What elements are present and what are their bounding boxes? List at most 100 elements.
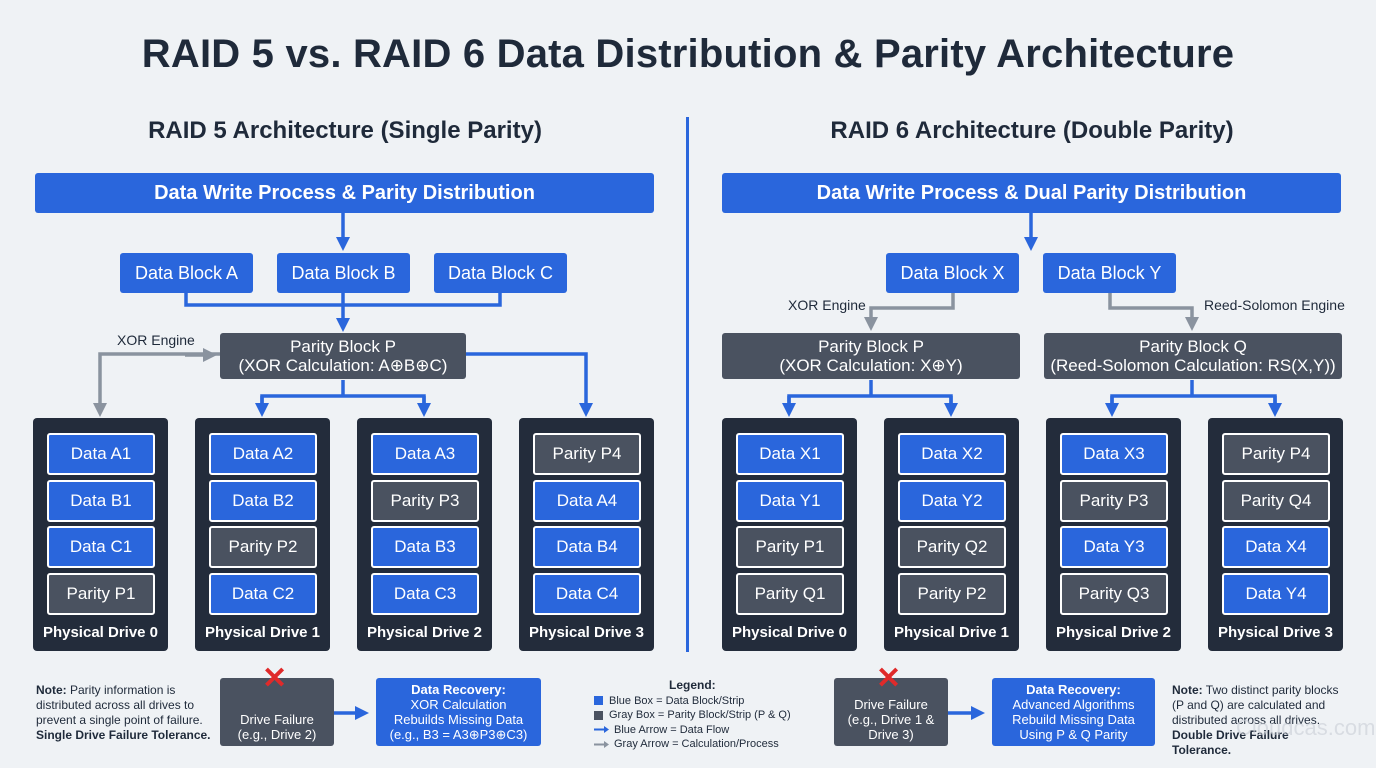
drive-strip: Data X3 — [1060, 433, 1168, 475]
gray-square-icon — [594, 710, 603, 720]
raid6-note-label: Note: — [1172, 683, 1203, 697]
drive-strip: Parity P1 — [736, 526, 844, 568]
raid5-data-block-b: Data Block B — [277, 253, 410, 293]
drive-strip: Data A2 — [209, 433, 317, 475]
drive-strip: Data B4 — [533, 526, 641, 568]
drive-strip: Parity P4 — [533, 433, 641, 475]
raid6-failure-box: Drive Failure (e.g., Drive 1 & Drive 3) — [834, 678, 948, 746]
drive-strip: Parity P1 — [47, 573, 155, 615]
raid5-failure-box: Drive Failure (e.g., Drive 2) — [220, 678, 334, 746]
drive-label: Physical Drive 3 — [1217, 624, 1334, 641]
raid6-data-block-y: Data Block Y — [1043, 253, 1176, 293]
blue-square-icon — [594, 696, 603, 706]
legend-text: Blue Arrow = Data Flow — [614, 723, 730, 736]
raid5-subtitle: RAID 5 Architecture (Single Parity) — [148, 117, 542, 144]
arrow-q-to-drives — [1110, 380, 1277, 410]
raid6-failure-line-1: Drive Failure — [854, 697, 928, 712]
arrow-rs-q — [1108, 293, 1199, 331]
raid6-parity-block-p: Parity Block P (XOR Calculation: X⊕Y) — [722, 333, 1020, 379]
legend-item-gray-box: Gray Box = Parity Block/Strip (P & Q) — [594, 708, 791, 723]
raid5-failure-line-2: (e.g., Drive 2) — [237, 727, 317, 742]
drive-strip: Data A3 — [371, 433, 479, 475]
raid6-parity-block-q: Parity Block Q (Reed-Solomon Calculation… — [1044, 333, 1342, 379]
drive-label: Physical Drive 0 — [42, 624, 159, 641]
drive-strip: Data Y3 — [1060, 526, 1168, 568]
legend: Legend: Blue Box = Data Block/Strip Gray… — [594, 678, 791, 752]
drive-strip: Parity Q2 — [898, 526, 1006, 568]
drive-label: Physical Drive 0 — [731, 624, 848, 641]
raid5-note-text: Parity information is distributed across… — [36, 683, 203, 727]
blue-arrow-icon — [594, 726, 609, 734]
raid6-banner: Data Write Process & Dual Parity Distrib… — [722, 173, 1341, 213]
raid5-recovery-box: Data Recovery: XOR Calculation Rebuilds … — [376, 678, 541, 746]
drive-strip: Data C3 — [371, 573, 479, 615]
raid6-failure-line-2: (e.g., Drive 1 & — [847, 712, 935, 727]
drive-strip: Data A1 — [47, 433, 155, 475]
raid6-xor-engine-label: XOR Engine — [788, 297, 866, 313]
legend-text: Gray Box = Parity Block/Strip (P & Q) — [609, 709, 791, 721]
arrow-p-to-drives — [787, 380, 953, 410]
raid6-note-text: Two distinct parity blocks (P and Q) are… — [1172, 683, 1339, 727]
legend-text: Gray Arrow = Calculation/Process — [614, 738, 779, 750]
drive-strip: Data B2 — [209, 480, 317, 522]
arrow-parity-to-drive0 — [93, 352, 220, 417]
raid6-parity-q-calc: (Reed-Solomon Calculation: RS(X,Y)) — [1050, 356, 1336, 375]
drive-label: Physical Drive 2 — [1055, 624, 1172, 641]
raid6-parity-q-title: Parity Block Q — [1139, 337, 1247, 356]
raid5-recovery-title: Data Recovery: — [411, 682, 506, 697]
drive-strip: Data B1 — [47, 480, 155, 522]
raid5-recovery-line-1: XOR Calculation — [410, 697, 507, 712]
raid5-parity-calc: (XOR Calculation: A⊕B⊕C) — [238, 356, 448, 375]
raid6-note: Note: Two distinct parity blocks (P and … — [1172, 683, 1344, 758]
watermark: Cloudcas.com — [1236, 715, 1376, 740]
raid5-xor-engine-label: XOR Engine — [117, 332, 195, 348]
drive-strip: Data Y2 — [898, 480, 1006, 522]
gray-arrow-icon — [594, 740, 609, 748]
raid6-recovery-line-1: Advanced Algorithms — [1012, 697, 1135, 712]
raid5-note-bold: Single Drive Failure Tolerance. — [36, 728, 211, 742]
drive-label: Physical Drive 1 — [204, 624, 321, 641]
cross-mark-icon: ✕ — [876, 662, 902, 695]
legend-item-blue-arrow: Blue Arrow = Data Flow — [594, 723, 791, 738]
drive-strip: Parity Q4 — [1222, 480, 1330, 522]
raid6-recovery-title: Data Recovery: — [1026, 682, 1121, 697]
raid5-note-label: Note: — [36, 683, 67, 697]
drive-strip: Parity P3 — [371, 480, 479, 522]
raid6-parity-p-calc: (XOR Calculation: X⊕Y) — [779, 356, 963, 375]
drive-label: Physical Drive 2 — [366, 624, 483, 641]
raid6-rs-engine-label: Reed-Solomon Engine — [1204, 297, 1345, 313]
drive-strip: Parity Q1 — [736, 573, 844, 615]
raid5-data-block-c: Data Block C — [434, 253, 567, 293]
arrow-xor-p — [864, 293, 955, 331]
drive-strip: Parity P4 — [1222, 433, 1330, 475]
raid6-parity-p-title: Parity Block P — [818, 337, 924, 356]
drive-strip: Data X2 — [898, 433, 1006, 475]
raid6-data-block-x: Data Block X — [886, 253, 1019, 293]
drive-strip: Parity Q3 — [1060, 573, 1168, 615]
arrow-parity-to-drive3 — [466, 352, 593, 417]
drive-label: Physical Drive 3 — [528, 624, 645, 641]
drive-strip: Parity P2 — [209, 526, 317, 568]
raid6-failure-line-3: Drive 3) — [868, 727, 914, 742]
legend-item-blue-box: Blue Box = Data Block/Strip — [594, 694, 791, 709]
drive-strip: Data C4 — [533, 573, 641, 615]
raid6-recovery-box: Data Recovery: Advanced Algorithms Rebui… — [992, 678, 1155, 746]
cross-mark-icon: ✕ — [262, 662, 288, 695]
raid5-data-block-a: Data Block A — [120, 253, 253, 293]
drive-strip: Data B3 — [371, 526, 479, 568]
raid6-note-bold: Double Drive Failure Tolerance. — [1172, 728, 1289, 757]
drive-strip: Data C1 — [47, 526, 155, 568]
raid6-recovery-line-2: Rebuild Missing Data — [1012, 712, 1135, 727]
raid5-banner: Data Write Process & Parity Distribution — [35, 173, 654, 213]
drive-strip: Data Y1 — [736, 480, 844, 522]
page-title: RAID 5 vs. RAID 6 Data Distribution & Pa… — [141, 32, 1235, 76]
drive-strip: Data A4 — [533, 480, 641, 522]
